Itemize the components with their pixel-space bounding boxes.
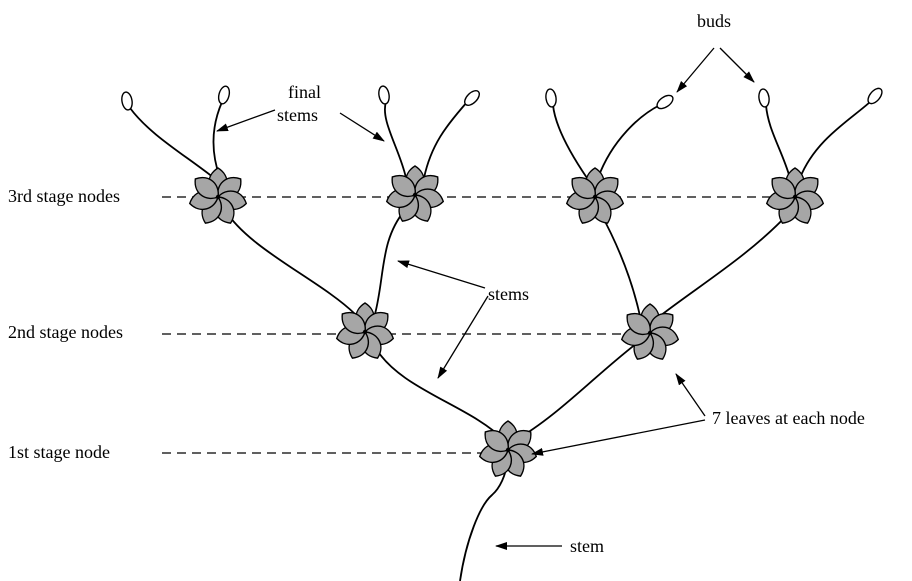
final-stem-2 xyxy=(212,101,223,179)
arrow-leaves-lower xyxy=(531,419,706,456)
buds xyxy=(121,85,883,111)
stem-node1-to-node2a xyxy=(374,346,506,442)
stem-node2a-to-node3b xyxy=(374,209,406,315)
node-stage1-1 xyxy=(478,420,538,477)
stem-node2a-to-node3a xyxy=(224,209,356,315)
node-stage2-2 xyxy=(620,303,680,360)
annotation-arrows xyxy=(216,47,755,550)
node-stage3-2 xyxy=(385,165,445,222)
leaf-petal xyxy=(771,177,796,200)
arrow-stems-upper xyxy=(397,260,486,289)
label-7-leaves: 7 leaves at each node xyxy=(712,408,865,428)
final-stem-8 xyxy=(799,101,871,179)
node-stage3-4 xyxy=(765,167,825,224)
final-stem-5 xyxy=(552,104,588,179)
leaf-petal xyxy=(194,177,219,200)
node-center xyxy=(792,194,798,200)
label-buds: buds xyxy=(697,11,731,31)
label-final-stems-line2: stems xyxy=(277,105,318,125)
bud-8 xyxy=(867,87,883,105)
leaf-petal xyxy=(484,430,509,453)
bud-2 xyxy=(217,85,231,105)
node-center xyxy=(215,194,221,200)
node-center xyxy=(647,330,653,336)
final-stems xyxy=(129,101,871,179)
arrow-final-stems-left xyxy=(216,109,276,132)
bud-5 xyxy=(545,88,557,108)
final-stem-1 xyxy=(129,107,215,179)
bud-7 xyxy=(758,88,770,108)
bud-4 xyxy=(464,90,480,106)
stem-node1-to-node2b xyxy=(513,336,646,442)
leaf-petal xyxy=(341,312,366,335)
stage-guide-lines xyxy=(162,196,822,454)
final-stem-3 xyxy=(384,101,407,179)
node-stage2-1 xyxy=(335,302,395,359)
final-stem-4 xyxy=(423,101,468,179)
bud-6 xyxy=(656,94,674,110)
leaf-petal xyxy=(391,175,416,198)
arrow-leaves-upper xyxy=(675,373,706,417)
main-stem xyxy=(459,461,508,581)
stem-node2b-to-node3c xyxy=(599,211,641,317)
labels: buds final stems 3rd stage nodes stems 2… xyxy=(8,11,865,556)
nodes xyxy=(188,165,825,477)
label-stem: stem xyxy=(570,536,604,556)
arrow-buds-right xyxy=(719,47,755,83)
leaf-petal xyxy=(571,177,596,200)
leaf-petal xyxy=(626,313,651,336)
label-final-stems-line1: final xyxy=(288,82,321,102)
label-1st-stage-node: 1st stage node xyxy=(8,442,110,462)
stems xyxy=(224,209,791,581)
node-stage3-1 xyxy=(188,167,248,224)
arrow-buds-left xyxy=(676,47,715,93)
node-stage3-3 xyxy=(565,167,625,224)
bud-3 xyxy=(378,85,390,105)
stem-node2b-to-node3d xyxy=(659,211,791,317)
label-stems: stems xyxy=(488,284,529,304)
arrow-stems-lower xyxy=(437,295,489,379)
arrow-final-stems-right xyxy=(339,112,385,142)
label-3rd-stage-nodes: 3rd stage nodes xyxy=(8,186,120,206)
bud-1 xyxy=(121,91,133,111)
node-center xyxy=(592,194,598,200)
node-center xyxy=(412,192,418,198)
final-stem-6 xyxy=(597,104,661,179)
final-stem-7 xyxy=(765,104,791,179)
node-center xyxy=(362,329,368,335)
node-center xyxy=(505,447,511,453)
label-2nd-stage-nodes: 2nd stage nodes xyxy=(8,322,123,342)
